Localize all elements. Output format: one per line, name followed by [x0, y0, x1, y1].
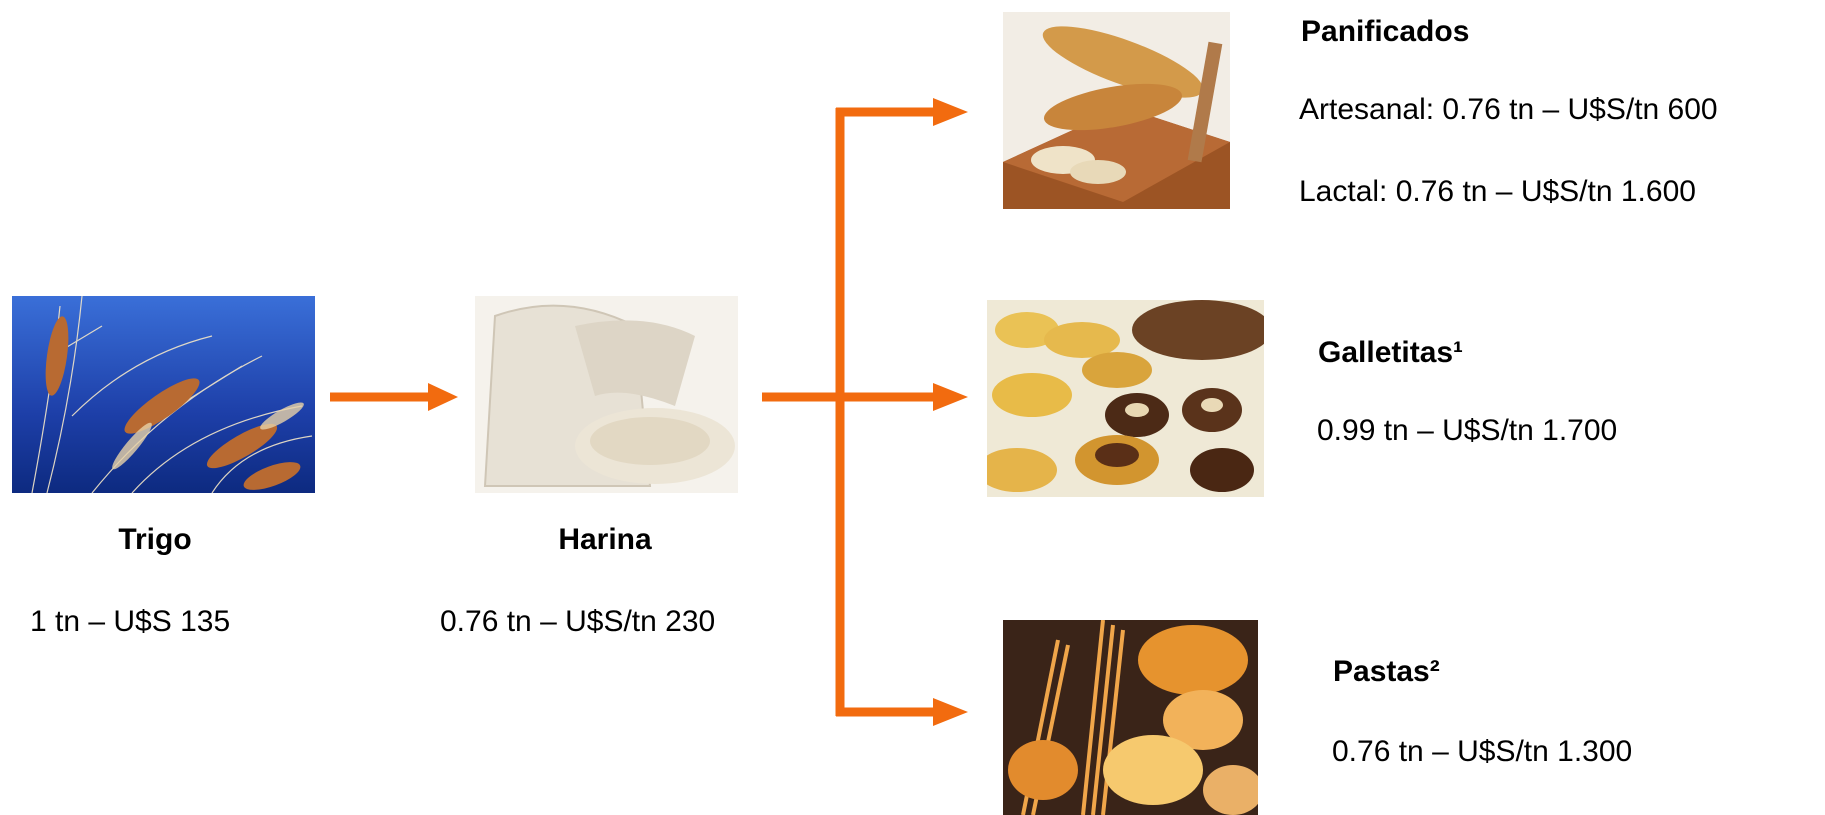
arrowhead-panificados	[933, 98, 968, 126]
pastas-title: Pastas²	[1333, 655, 1440, 689]
pasta-photo	[1003, 620, 1258, 815]
harina-title: Harina	[505, 523, 705, 557]
arrowhead-harina	[428, 383, 458, 411]
bread-photo	[1003, 12, 1230, 209]
panificados-artesanal: Artesanal: 0.76 tn – U$S/tn 600	[1299, 93, 1718, 127]
arrowhead-pastas	[933, 698, 968, 726]
trigo-detail: 1 tn – U$S 135	[30, 605, 230, 639]
cookies-photo	[987, 300, 1264, 497]
panificados-title: Panificados	[1301, 15, 1469, 49]
galletitas-detail: 0.99 tn – U$S/tn 1.700	[1317, 414, 1617, 448]
trigo-title: Trigo	[60, 523, 250, 557]
wheat-photo	[12, 296, 315, 493]
harina-detail: 0.76 tn – U$S/tn 230	[440, 605, 715, 639]
flour-photo	[475, 296, 738, 493]
arrowhead-galletitas	[933, 383, 968, 411]
galletitas-title: Galletitas¹	[1318, 336, 1463, 370]
pastas-detail: 0.76 tn – U$S/tn 1.300	[1332, 735, 1632, 769]
panificados-lactal: Lactal: 0.76 tn – U$S/tn 1.600	[1299, 175, 1696, 209]
